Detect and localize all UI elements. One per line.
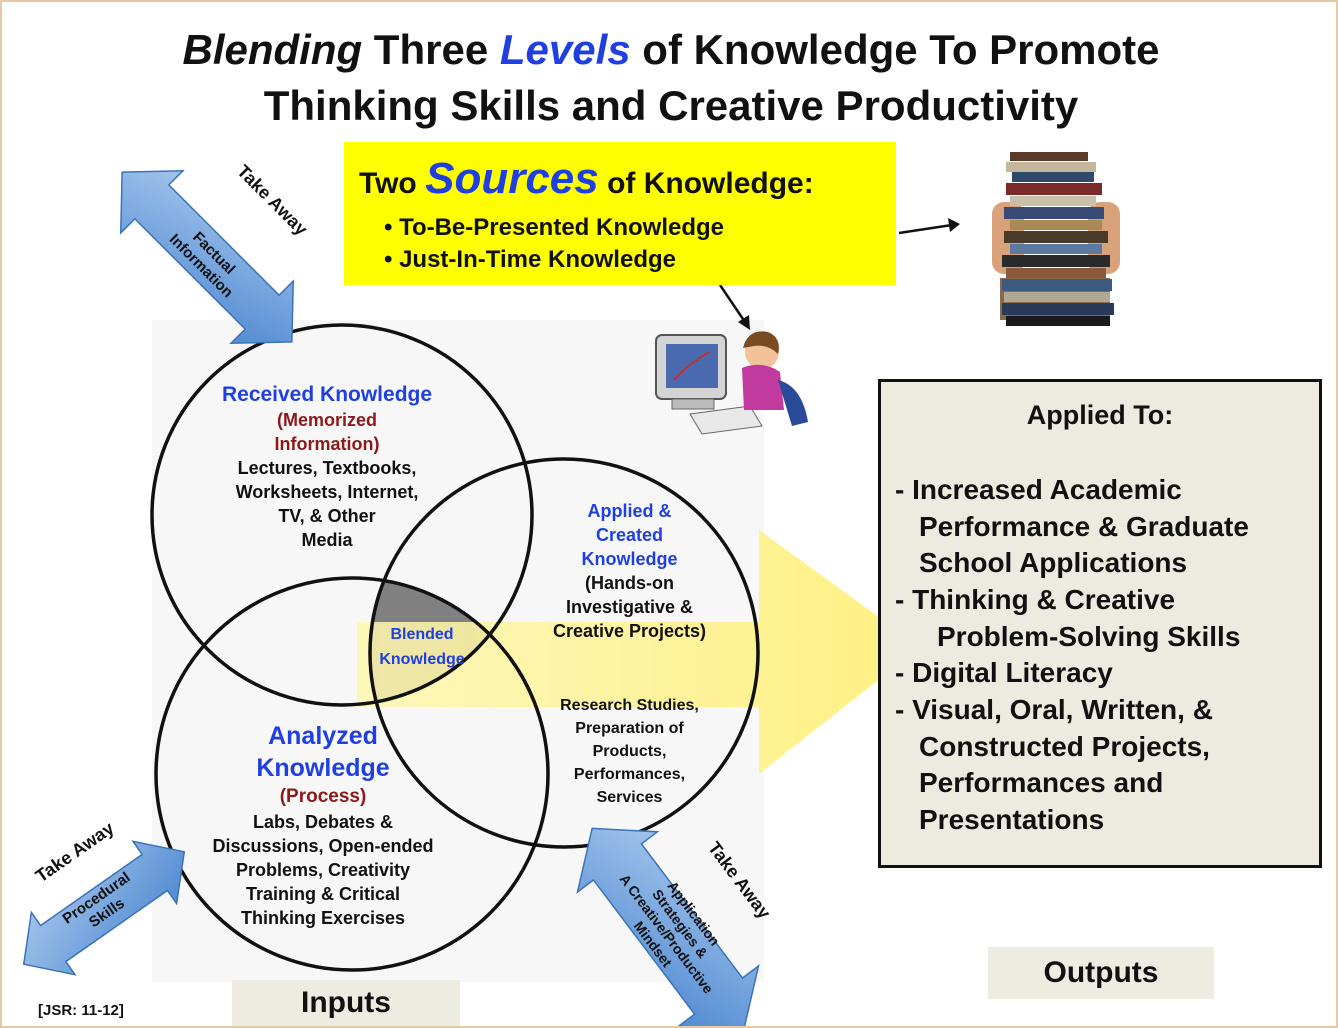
applied-item: - Thinking & Creative Problem-Solving Sk… bbox=[895, 584, 1241, 652]
title-emphasis: Blending bbox=[182, 26, 363, 73]
sources-heading: Two Sources of Knowledge: bbox=[359, 154, 814, 203]
analyzed-knowledge-text: Analyzed Knowledge (Process) Labs, Debat… bbox=[212, 722, 434, 928]
sources-box: Two Sources of Knowledge: • To-Be-Presen… bbox=[344, 142, 896, 285]
outputs-label: Outputs bbox=[988, 947, 1214, 999]
title-line-2: Thinking Skills and Creative Productivit… bbox=[263, 82, 1079, 129]
title-line-1: Blending Three Levels of Knowledge To Pr… bbox=[182, 26, 1160, 73]
inputs-label: Inputs bbox=[232, 980, 460, 1026]
applied-circle bbox=[368, 457, 760, 849]
analyzed-circle bbox=[154, 576, 550, 972]
applied-to-heading: Applied To: bbox=[1026, 400, 1174, 430]
factual-arrow bbox=[119, 169, 295, 345]
citation: [JSR: 11-12] bbox=[38, 1002, 124, 1019]
computer-user-icon bbox=[655, 331, 808, 435]
received-title: Received Knowledge bbox=[221, 383, 433, 406]
sources-emphasis: Sources bbox=[425, 154, 599, 203]
books-stack-icon bbox=[992, 152, 1120, 326]
applied-created-outputs: Research Studies, Preparation of Product… bbox=[560, 697, 699, 806]
applied-item: - Visual, Oral, Written, & Constructed P… bbox=[895, 694, 1213, 835]
applied-created-text: Applied & Created Knowledge (Hands-on In… bbox=[552, 501, 707, 641]
procedural-arrow bbox=[22, 840, 186, 976]
received-circle bbox=[150, 323, 534, 707]
arrow-to-books bbox=[948, 218, 960, 232]
applied-to-panel: Applied To: - Increased Academic Perform… bbox=[878, 379, 1322, 868]
title-levels: Levels bbox=[499, 26, 631, 73]
received-knowledge-text: Received Knowledge (Memorized Informatio… bbox=[202, 382, 452, 552]
source-bullet: • Just-In-Time Knowledge bbox=[384, 246, 676, 273]
source-bullet: • To-Be-Presented Knowledge bbox=[384, 214, 724, 241]
application-arrow bbox=[576, 827, 760, 1026]
applied-item: - Increased Academic Performance & Gradu… bbox=[895, 474, 1249, 578]
arrow-to-computer bbox=[738, 315, 750, 330]
big-output-arrow bbox=[357, 530, 920, 774]
applied-item: - Digital Literacy bbox=[895, 657, 1113, 688]
blended-knowledge-label: Blended Knowledge bbox=[379, 626, 465, 668]
